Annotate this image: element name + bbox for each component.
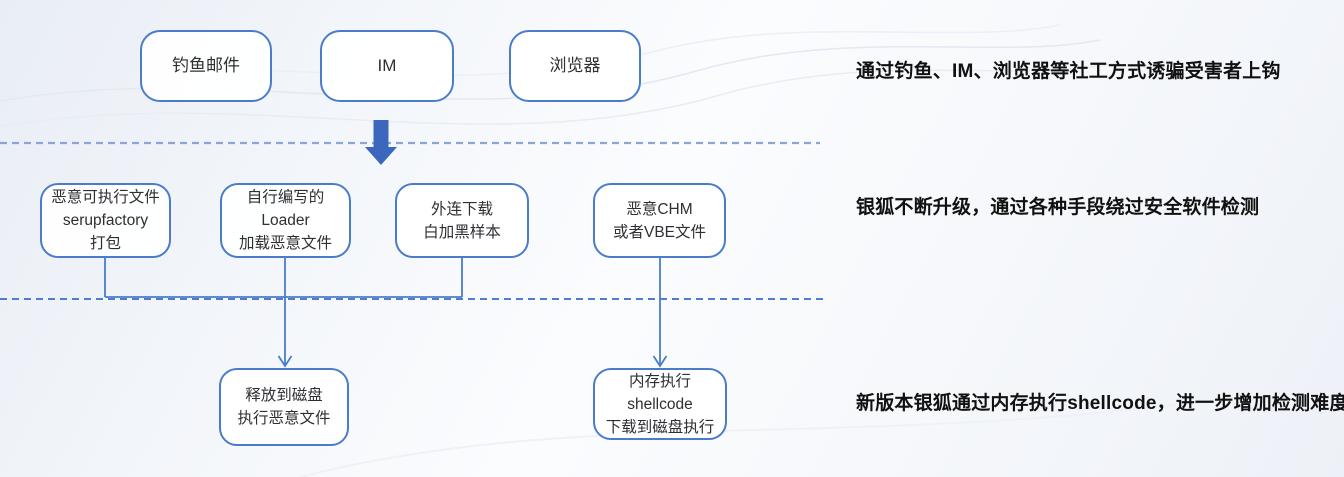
node-label: 打包 — [89, 235, 121, 252]
node-label: 或者VBE文件 — [612, 223, 706, 241]
node-drop-to-disk: 释放到磁盘 执行恶意文件 — [219, 368, 349, 446]
note-memory-execution: 新版本银狐通过内存执行shellcode，进一步增加检测难度 — [856, 393, 1344, 414]
node-malicious-exe: 恶意可执行文件 serupfactory 打包 — [40, 183, 171, 258]
node-label: 白加黑样本 — [423, 223, 501, 241]
arrowhead-disk — [277, 355, 293, 368]
node-memory-shellcode: 内存执行 shellcode 下载到磁盘执行 — [593, 368, 727, 440]
node-label: 执行恶意文件 — [237, 410, 331, 427]
node-external-download: 外连下载 白加黑样本 — [395, 183, 529, 258]
node-label: 外连下载 — [430, 200, 493, 218]
node-phishing-email: 钓鱼邮件 — [140, 30, 272, 102]
note-social-engineering: 通过钓鱼、IM、浏览器等社工方式诱骗受害者上钩 — [856, 61, 1281, 82]
node-label: IM — [377, 56, 397, 75]
node-custom-loader: 自行编写的 Loader 加载恶意文件 — [220, 183, 351, 258]
node-label: 浏览器 — [549, 56, 601, 75]
arrowhead-memory — [652, 355, 668, 368]
node-label: 钓鱼邮件 — [172, 56, 240, 75]
node-im: IM — [320, 30, 454, 102]
node-label: 内存执行 — [628, 372, 691, 390]
node-label: shellcode — [627, 395, 693, 413]
note-bypass-detection: 银狐不断升级，通过各种手段绕过安全软件检测 — [856, 197, 1260, 218]
big-down-arrow — [365, 120, 397, 165]
node-chm-vbe: 恶意CHM 或者VBE文件 — [593, 183, 726, 258]
node-label: 恶意可执行文件 — [51, 189, 160, 206]
node-label: 恶意CHM — [626, 200, 693, 218]
node-label: 加载恶意文件 — [238, 235, 332, 252]
node-label: Loader — [261, 212, 310, 229]
node-label: serupfactory — [62, 212, 149, 229]
node-browser: 浏览器 — [509, 30, 641, 102]
node-label: 释放到磁盘 — [245, 387, 323, 404]
node-label: 自行编写的 — [246, 189, 325, 206]
node-label: 下载到磁盘执行 — [605, 418, 715, 436]
